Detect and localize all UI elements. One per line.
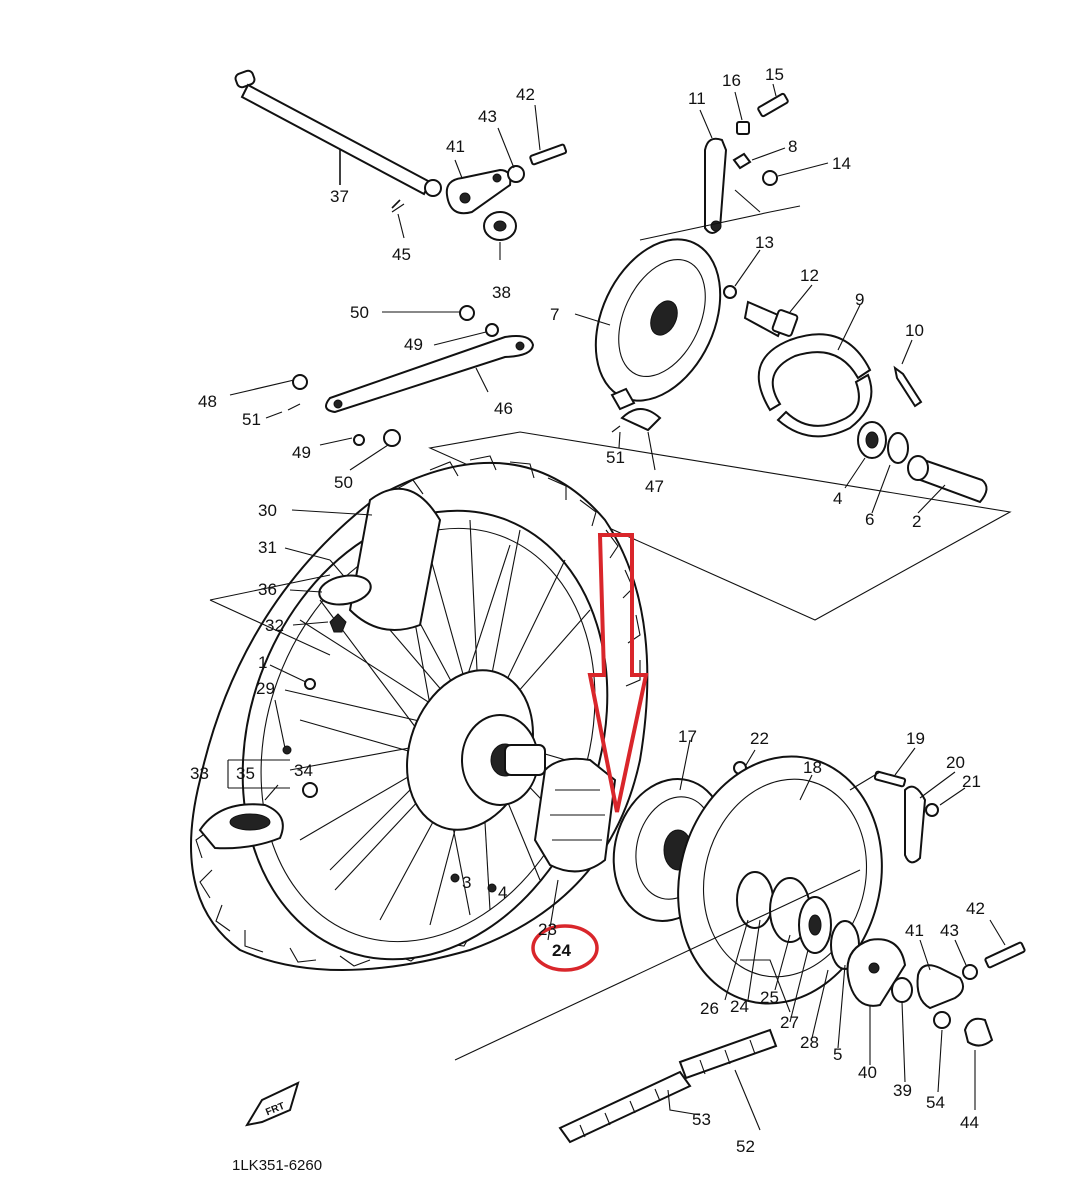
callout-45: 45 (392, 245, 411, 264)
callout-12: 12 (800, 266, 819, 285)
callout-44: 44 (960, 1113, 979, 1132)
callout-15: 15 (765, 65, 784, 84)
callout-16: 16 (722, 71, 741, 90)
callout-9: 9 (855, 290, 864, 309)
callout-20: 20 (946, 753, 965, 772)
callout-21: 21 (962, 772, 981, 791)
drive-hub-assembly (533, 739, 1026, 1110)
callout-10: 10 (905, 321, 924, 340)
callout-2: 2 (912, 512, 921, 531)
callout-41: 41 (446, 137, 465, 156)
torque-rod-assembly (229, 305, 662, 471)
callout-29: 29 (256, 679, 275, 698)
brake-plate-assembly (428, 83, 1012, 621)
highlight-circle (531, 924, 599, 972)
callout-40: 40 (858, 1063, 877, 1082)
callout-39: 39 (893, 1081, 912, 1100)
callout-25: 25 (760, 988, 779, 1007)
rear-wheel-assembly (190, 455, 649, 971)
callout-54: 54 (926, 1093, 945, 1112)
callout-19: 19 (906, 729, 925, 748)
callout-42: 42 (516, 85, 535, 104)
front-indicator: FRT (244, 1081, 300, 1127)
drive-chain (454, 869, 861, 1144)
callout-24b: 24 (730, 997, 749, 1016)
callout-23: 23 (538, 920, 557, 939)
callout-47: 47 (645, 477, 664, 496)
callout-53: 53 (692, 1110, 711, 1129)
callout-4: 4 (833, 489, 842, 508)
callout-37: 37 (330, 187, 349, 206)
callout-51: 51 (242, 410, 261, 429)
highlight-marker (531, 533, 649, 972)
callout-27: 27 (780, 1013, 799, 1032)
callout-32: 32 (265, 616, 284, 635)
callout-48: 48 (198, 392, 217, 411)
callout-18: 18 (803, 758, 822, 777)
callout-24-highlighted: 24 (552, 941, 571, 960)
callout-52: 52 (736, 1137, 755, 1156)
callout-30: 30 (258, 501, 277, 520)
callout-26: 26 (700, 999, 719, 1018)
callout-4b: 4 (498, 883, 507, 902)
callout-49: 49 (404, 335, 423, 354)
callout-13: 13 (755, 233, 774, 252)
callout-6: 6 (865, 510, 874, 529)
callout-49b: 49 (292, 443, 311, 462)
callout-labels: 37 41 43 42 45 38 11 16 15 8 14 13 12 7 … (190, 65, 985, 1156)
callout-43: 43 (478, 107, 497, 126)
callout-46: 46 (494, 399, 513, 418)
callout-41b: 41 (905, 921, 924, 940)
callout-42b: 42 (966, 899, 985, 918)
callout-50: 50 (350, 303, 369, 322)
callout-17: 17 (678, 727, 697, 746)
callout-35: 35 (236, 764, 255, 783)
callout-43b: 43 (940, 921, 959, 940)
highlight-arrow (587, 533, 649, 813)
callout-22: 22 (750, 729, 769, 748)
callout-1: 1 (258, 653, 267, 672)
callout-7: 7 (550, 305, 559, 324)
callout-50b: 50 (334, 473, 353, 492)
axle-assembly (234, 69, 568, 260)
callout-34: 34 (294, 761, 313, 780)
callout-31: 31 (258, 538, 277, 557)
callout-3: 3 (462, 873, 471, 892)
diagram-code: 1LK351-6260 (232, 1157, 322, 1174)
callout-33: 33 (190, 764, 209, 783)
callout-11: 11 (688, 89, 706, 108)
callout-28: 28 (800, 1033, 819, 1052)
callout-38: 38 (492, 283, 511, 302)
callout-5: 5 (833, 1045, 842, 1064)
callout-14: 14 (832, 154, 851, 173)
callout-51b: 51 (606, 448, 625, 467)
callout-36: 36 (258, 580, 277, 599)
callout-8: 8 (788, 137, 797, 156)
